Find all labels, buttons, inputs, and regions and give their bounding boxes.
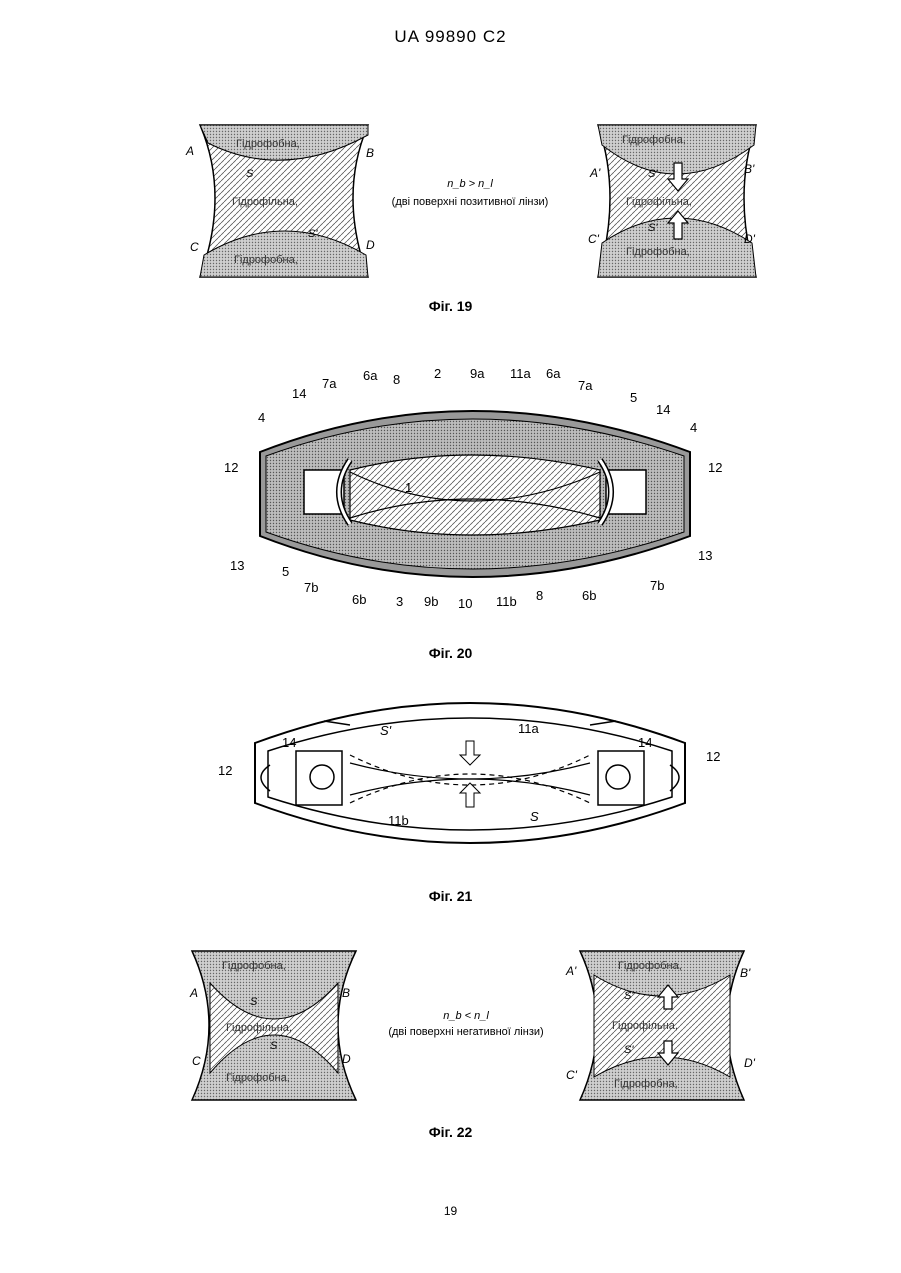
fig21-label-11a: 11a [518, 721, 539, 736]
fig22-left-bottom-label: Гідрофобна, [226, 1072, 290, 1084]
fig22-caption: Фіг. 22 [0, 1124, 901, 1140]
fig19-corner-c-prime: C' [588, 232, 600, 246]
page-number: 19 [0, 1204, 901, 1218]
fig20-label-12-left: 12 [224, 460, 238, 475]
fig20-label-14b: 14 [656, 402, 670, 417]
fig19-caption: Фіг. 19 [0, 298, 901, 314]
fig21-label-12-right: 12 [706, 749, 720, 764]
fig21-label-11b: 11b [388, 813, 409, 828]
fig19-left-surface-s: S [246, 168, 254, 180]
fig22-corner-a: A [189, 986, 198, 1000]
fig22-left-middle-label: Гідрофільна, [226, 1022, 292, 1034]
fig20-label-6b-right: 6b [582, 588, 596, 603]
fig22-relation: n_b < n_l [443, 1010, 489, 1022]
fig22-left-diagram: Гідрофобна, Гідрофільна, Гідрофобна, S S… [189, 951, 356, 1100]
fig19-corner-a: A [185, 144, 194, 158]
fig19-corner-b-prime: B' [744, 162, 755, 176]
fig20-label-7a-right: 7a [578, 378, 593, 393]
fig20-label-3: 3 [396, 594, 403, 609]
fig19-right-diagram: Гідрофобна, Гідрофільна, Гідрофобна, S' … [588, 125, 756, 277]
fig19-right-surface-s1: S' [648, 168, 658, 180]
fig19-corner-b: B [366, 146, 374, 160]
fig22-left-top-label: Гідрофобна, [222, 960, 286, 972]
fig20-label-9b: 9b [424, 594, 438, 609]
fig22-left-surface-1: S [250, 996, 258, 1008]
fig19-right-bottom-label: Гідрофобна, [626, 246, 690, 258]
fig20-label-11a: 11a [510, 366, 531, 381]
fig20-label-1: 1 [405, 480, 412, 495]
fig22-corner-d-prime: D' [744, 1056, 756, 1070]
fig19-left-diagram: Гідрофобна, Гідрофільна, Гідрофобна, S S… [185, 125, 375, 277]
fig21-label-14-right: 14 [638, 735, 652, 750]
fig22-right-middle-label: Гідрофільна, [612, 1020, 678, 1032]
fig19-corner-d: D [366, 238, 375, 252]
fig22-right-top-label: Гідрофобна, [618, 960, 682, 972]
fig19-left-top-label: Гідрофобна, [236, 138, 300, 150]
fig20-label-8-bottom: 8 [536, 588, 543, 603]
fig20-label-6a-right: 6a [546, 366, 561, 381]
fig20-label-10: 10 [458, 596, 472, 611]
fig22-right-surface-1: S' [624, 990, 634, 1002]
fig21-caption: Фіг. 21 [0, 888, 901, 904]
fig20-label-4-right: 4 [690, 420, 697, 435]
fig22-corner-c-prime: C' [566, 1068, 578, 1082]
patent-header: UA 99890 C2 [0, 27, 901, 47]
fig22-corner-a-prime: A' [565, 964, 577, 978]
fig19-corner-d-prime: D' [744, 232, 756, 246]
fig20-label-12-right: 12 [708, 460, 722, 475]
fig22-corner-b: B [342, 986, 350, 1000]
fig19-right-top-label: Гідрофобна, [622, 134, 686, 146]
fig20-label-11b: 11b [496, 594, 517, 609]
fig20-label-7b-left: 7b [304, 580, 318, 595]
fig22-right-surface-2: S' [624, 1044, 634, 1056]
fig20-label-5-bottom: 5 [282, 564, 289, 579]
fig20-label-6b-left: 6b [352, 592, 366, 607]
fig19-left-middle-label: Гідрофільна, [232, 196, 298, 208]
fig20-label-5-top: 5 [630, 390, 637, 405]
fig22-right-diagram: Гідрофобна, Гідрофільна, Гідрофобна, S' … [565, 951, 756, 1100]
fig22-corner-d: D [342, 1052, 351, 1066]
fig19-left-surface-s2: S' [308, 228, 318, 240]
fig21-label-12-left: 12 [218, 763, 232, 778]
fig19-corner-c: C [190, 240, 199, 254]
fig22-right-bottom-label: Гідрофобна, [614, 1078, 678, 1090]
fig20-label-14a: 14 [292, 386, 306, 401]
fig20-label-2: 2 [434, 366, 441, 381]
fig21-label-14-left: 14 [282, 735, 296, 750]
fig20-label-4-left: 4 [258, 410, 265, 425]
fig22-relation-note: (дві поверхні негативної лінзи) [388, 1026, 543, 1038]
figure-20: 14 7a 6a 8 2 9a 11a 6a 7a 5 14 4 4 12 12… [200, 360, 740, 610]
fig21-label-s: S [530, 809, 539, 824]
fig19-corner-a-prime: A' [589, 166, 601, 180]
fig20-label-8-top: 8 [393, 372, 400, 387]
fig20-caption: Фіг. 20 [0, 645, 901, 661]
fig20-label-7b-right: 7b [650, 578, 664, 593]
fig19-relation-note: (дві поверхні позитивної лінзи) [392, 196, 549, 208]
figure-22: Гідрофобна, Гідрофільна, Гідрофобна, S S… [170, 945, 770, 1110]
figure-19: Гідрофобна, Гідрофільна, Гідрофобна, S S… [170, 115, 770, 290]
fig21-label-s-prime: S' [380, 723, 392, 738]
fig19-relation: n_b > n_l [447, 178, 493, 190]
figure-21: S' 11a 14 14 12 12 11b S [200, 685, 740, 865]
fig22-corner-c: C [192, 1054, 201, 1068]
fig20-label-13-right: 13 [698, 548, 712, 563]
fig19-left-bottom-label: Гідрофобна, [234, 254, 298, 266]
fig22-corner-b-prime: B' [740, 966, 751, 980]
fig19-right-surface-s2: S' [648, 222, 658, 234]
fig20-label-6a-left: 6a [363, 368, 378, 383]
fig20-label-9a: 9a [470, 366, 485, 381]
fig19-right-middle-label: Гідрофільна, [626, 196, 692, 208]
fig20-label-7a-left: 7a [322, 376, 337, 391]
fig22-left-surface-2: S [270, 1040, 278, 1052]
fig20-label-13-left: 13 [230, 558, 244, 573]
